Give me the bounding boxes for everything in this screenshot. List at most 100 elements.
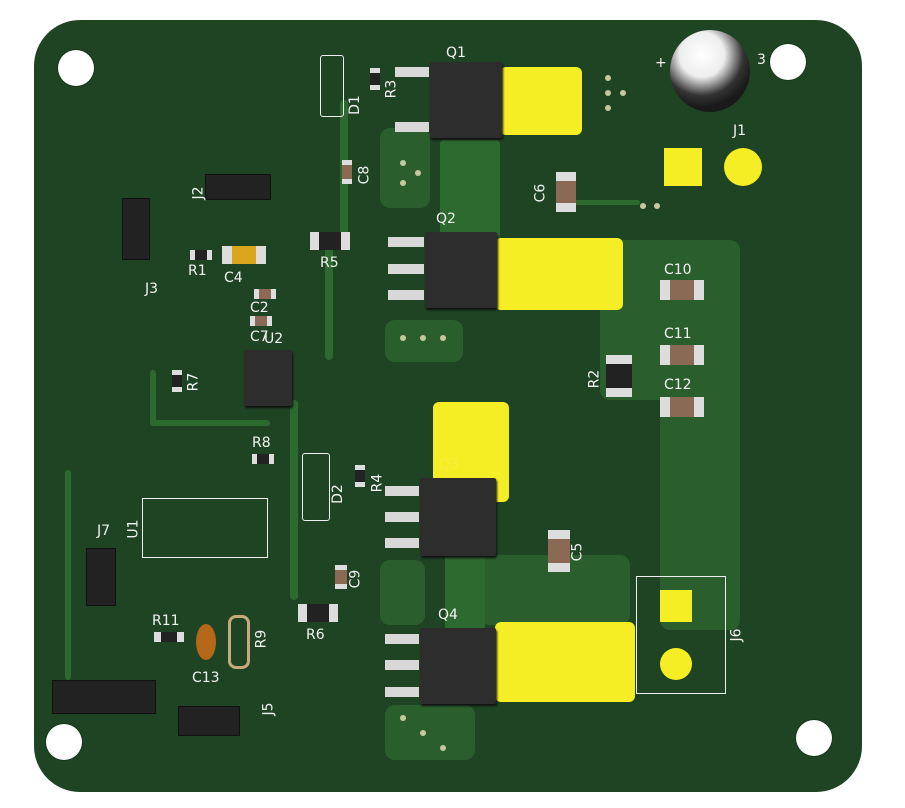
- pin: [385, 512, 419, 522]
- q3-transistor: [420, 478, 496, 556]
- label-j1-pin3: 3: [757, 52, 766, 68]
- label-c6: C6: [532, 183, 549, 203]
- label-j7: J7: [97, 523, 111, 539]
- j1-pad: [724, 148, 762, 186]
- r6-resistor: [298, 604, 338, 622]
- r5-resistor: [310, 232, 350, 250]
- via: [400, 160, 406, 166]
- q2-transistor: [425, 232, 497, 308]
- trace: [65, 470, 71, 680]
- trace: [150, 370, 156, 425]
- via: [640, 203, 646, 209]
- copper-pour: [385, 705, 475, 760]
- copper-pour: [385, 320, 463, 362]
- via: [420, 335, 426, 341]
- pin: [385, 538, 419, 548]
- label-j1: J1: [733, 123, 747, 139]
- label-u2: U2: [264, 331, 284, 347]
- q4-tab-pad: [495, 622, 635, 702]
- q2-tab-pad: [495, 238, 623, 310]
- label-d2: D2: [329, 484, 346, 504]
- via: [654, 203, 660, 209]
- label-c10: C10: [664, 262, 692, 278]
- trace: [290, 400, 298, 600]
- mounting-hole: [770, 44, 806, 80]
- j2-header: [205, 174, 271, 200]
- via: [440, 335, 446, 341]
- mounting-hole: [58, 50, 94, 86]
- label-c8: C8: [356, 165, 373, 185]
- pin: [395, 67, 429, 77]
- label-q4: Q4: [438, 607, 458, 623]
- c2-capacitor: [254, 289, 277, 299]
- via: [400, 715, 406, 721]
- pin: [385, 486, 419, 496]
- copper-pour: [660, 380, 740, 630]
- pin: [385, 634, 419, 644]
- via: [440, 745, 446, 751]
- mounting-hole: [46, 724, 82, 760]
- label-r4: R4: [369, 473, 386, 493]
- q1-tab-pad: [500, 67, 582, 135]
- r2-resistor: [606, 355, 632, 397]
- u1-footprint: [146, 484, 260, 574]
- via: [605, 75, 611, 81]
- r8-resistor: [252, 454, 275, 464]
- pin: [388, 264, 424, 274]
- d1-outline: [320, 55, 344, 117]
- label-c2: C2: [250, 300, 269, 316]
- c9-capacitor: [335, 565, 347, 590]
- via: [415, 170, 421, 176]
- c5-capacitor: [548, 530, 570, 572]
- j6-outline: [636, 576, 726, 694]
- label-r8: R8: [252, 435, 271, 451]
- label-c11: C11: [664, 326, 692, 342]
- via: [420, 730, 426, 736]
- trace: [325, 240, 333, 360]
- label-c5: C5: [569, 542, 586, 562]
- c11-capacitor: [660, 345, 704, 365]
- label-j3: J3: [145, 281, 159, 297]
- r3-resistor: [370, 68, 380, 91]
- via: [620, 90, 626, 96]
- u2-chip: [244, 350, 292, 406]
- c7-capacitor: [250, 316, 273, 326]
- via: [400, 180, 406, 186]
- label-r9: R9: [253, 629, 270, 649]
- q4-transistor: [420, 628, 496, 704]
- d2-outline: [302, 453, 330, 521]
- c13-capacitor: [196, 624, 216, 660]
- j6-pad: [660, 648, 692, 680]
- label-r5: R5: [320, 255, 339, 271]
- c10-capacitor: [660, 280, 704, 300]
- label-c12: C12: [664, 377, 692, 393]
- label-r2: R2: [586, 369, 603, 389]
- pin: [385, 687, 419, 697]
- label-q1: Q1: [446, 45, 466, 61]
- label-c7: C7: [250, 329, 269, 345]
- label-r7: R7: [185, 372, 202, 392]
- trace: [150, 420, 270, 426]
- r1-resistor: [190, 250, 213, 260]
- via: [400, 335, 406, 341]
- label-q3: Q3: [439, 457, 459, 473]
- label-j2: J2: [190, 186, 207, 200]
- label-c4: C4: [224, 270, 243, 286]
- r7-resistor: [172, 370, 182, 393]
- label-r3: R3: [383, 79, 400, 99]
- label-r11: R11: [152, 613, 180, 629]
- electrolytic-capacitor: [670, 30, 750, 112]
- j3-header: [122, 198, 150, 260]
- mounting-hole: [796, 720, 832, 756]
- label-r1: R1: [188, 263, 207, 279]
- label-d1: D1: [346, 95, 363, 115]
- j5-header-3pin: [52, 680, 156, 714]
- r9-resistor: [228, 615, 250, 669]
- copper-pour: [380, 560, 425, 625]
- via: [605, 105, 611, 111]
- label-r6: R6: [306, 627, 325, 643]
- r11-resistor: [154, 632, 184, 642]
- j1-pad: [664, 148, 702, 186]
- label-c9: C9: [347, 569, 364, 589]
- label-j6: J6: [728, 628, 745, 642]
